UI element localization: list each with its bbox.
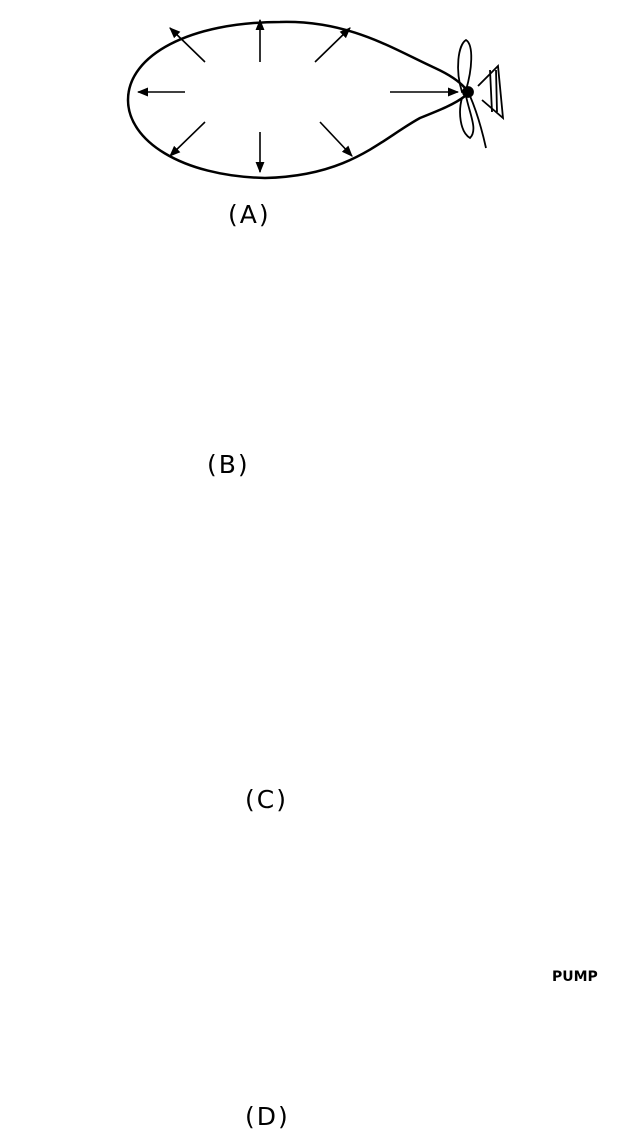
panel-label-d: (D) [245, 1102, 290, 1131]
panel-a [126, 18, 505, 180]
pump-label: PUMP [552, 969, 598, 985]
panel-label-a: (A) [228, 200, 271, 229]
bow-knot-icon [457, 38, 505, 149]
panel-label-c: (C) [245, 785, 288, 814]
balloon-a-outline [126, 20, 467, 180]
panel-label-b: (B) [207, 450, 250, 479]
pressure-arrows-a [136, 18, 460, 174]
